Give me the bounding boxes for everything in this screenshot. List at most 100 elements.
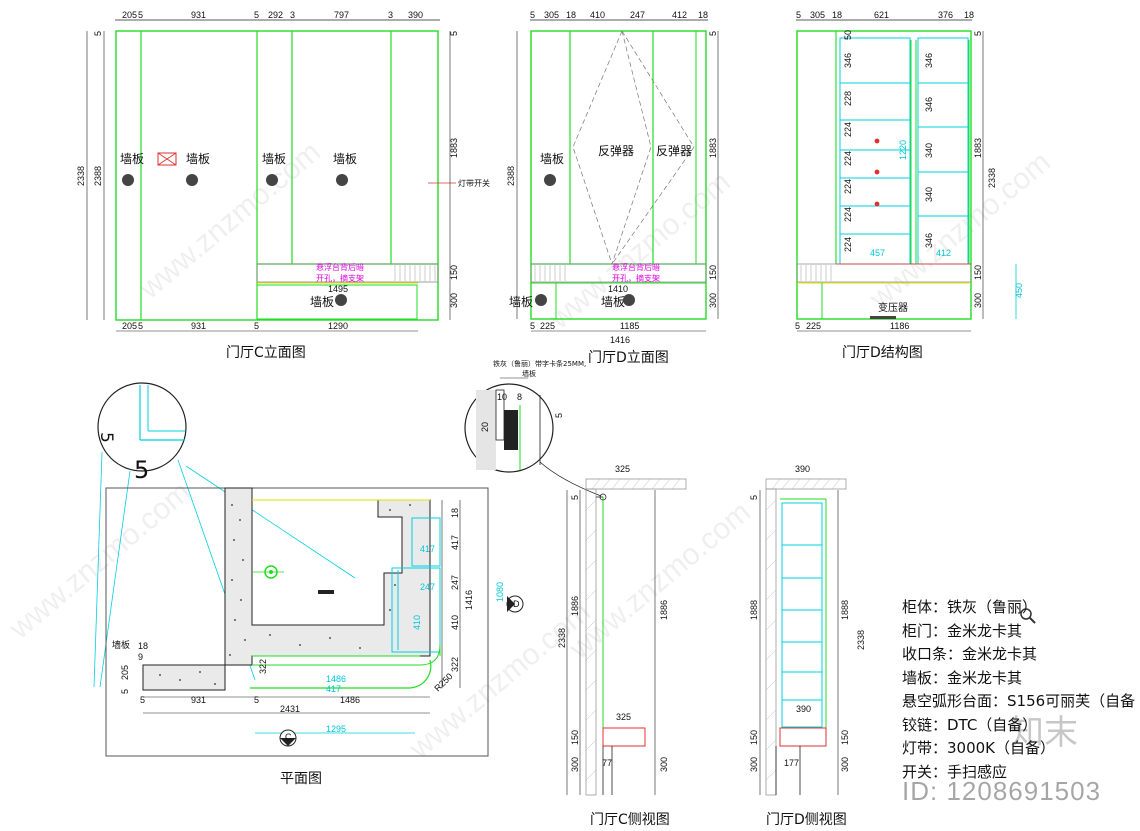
watermark: www.znzmo.com xyxy=(563,495,757,666)
dim-label: 931 xyxy=(191,10,206,20)
detail-callout-2: 铁灰（鲁丽）带字卡条25MM, 墙板 10 8 5 20 xyxy=(464,359,602,497)
dim-label: 1486 xyxy=(340,695,360,705)
detail-dim: 5 xyxy=(96,432,116,443)
side-view-d: 390 390 177 5 1888 150 300 1888 2338 150… xyxy=(749,464,866,828)
dim-label: 346 xyxy=(924,233,934,248)
dim-label: 300 xyxy=(570,757,580,772)
dim-label: 5 xyxy=(449,31,459,36)
dim-label: 18 xyxy=(566,10,576,20)
dim-label: 300 xyxy=(708,293,718,308)
dim-label: 1883 xyxy=(708,138,718,158)
watermark: www.znzmo.com xyxy=(133,135,327,306)
magnifier-icon xyxy=(1020,608,1036,624)
dim-label: 305 xyxy=(544,10,559,20)
dim-label: 228 xyxy=(843,91,853,106)
dim-label: 18 xyxy=(450,508,460,518)
dim-label: 5 xyxy=(120,689,130,694)
dim-label: 2338 xyxy=(987,168,997,188)
fixture-dot xyxy=(335,294,347,306)
cyan-dim: 410 xyxy=(412,615,422,630)
dim-label: 150 xyxy=(749,730,759,745)
fixture-dot xyxy=(266,174,278,186)
dim-label: 5 xyxy=(749,495,759,500)
detail-dim-large: 5 xyxy=(134,456,149,484)
dim-label: 5 xyxy=(570,495,580,500)
rebounder-label: 反弹器 xyxy=(656,144,692,158)
dim-label: 2338 xyxy=(557,628,567,648)
wall-panel-label: 墙板 xyxy=(540,152,564,166)
side-view-c: 325 325 77 5 1886 2338 150 300 1886 300 … xyxy=(557,464,687,828)
dim-label: 2338 xyxy=(856,630,866,650)
dim-label: 1888 xyxy=(840,600,850,620)
dim-label: 1888 xyxy=(749,600,759,620)
structure-d-view: 5 305 18 621 376 18 1220 457 412 50 346 … xyxy=(795,10,1024,361)
dim-label: 1416 xyxy=(610,335,630,345)
cyan-dim: 417 xyxy=(420,544,435,554)
dim-label: 300 xyxy=(749,757,759,772)
plan-view: 417 18 9 205 5 墙板 322 1486 417 247 410 1… xyxy=(105,487,524,787)
rebounder-label: 反弹器 xyxy=(598,144,634,158)
dim-label: 5 xyxy=(140,695,145,705)
dim-label: 5 xyxy=(93,31,103,36)
section-marker-d: D xyxy=(506,595,524,613)
view-title: 平面图 xyxy=(280,771,322,787)
dim-label: 417 xyxy=(450,535,460,550)
radius-label: R250 xyxy=(432,671,454,693)
dim-label: 2388 xyxy=(506,166,516,186)
dim-label: 5 xyxy=(254,695,259,705)
dim-label: 376 xyxy=(938,10,953,20)
dim-label: 150 xyxy=(840,730,850,745)
dim-label: 205 xyxy=(122,10,137,20)
dim-label: 247 xyxy=(450,575,460,590)
section-marker-c: C xyxy=(279,729,297,747)
view-title: 门厅D立面图 xyxy=(588,350,669,366)
wall-panel-label: 墙板 xyxy=(120,152,144,166)
dim-label: 5 xyxy=(254,321,259,331)
dim-label: 5 xyxy=(530,321,535,331)
legend-line: 灯带：3000K（自备） xyxy=(902,739,1056,757)
dim-label: 2388 xyxy=(93,166,103,186)
material-legend: 柜体：铁灰（鲁丽） 柜门：金米龙卡其 收口条：金米龙卡其 墙板：金米龙卡其 悬空… xyxy=(902,596,1135,784)
marker-label: C xyxy=(285,732,292,742)
legend-line: 开关：手扫感应 xyxy=(902,762,1008,781)
dim-label: 77 xyxy=(602,758,612,768)
cyan-dim: 247 xyxy=(420,582,435,592)
watermark: www.znzmo.com xyxy=(403,595,597,766)
dim-label: 390 xyxy=(795,464,810,474)
dim-label: 300 xyxy=(449,293,459,308)
dim-label: 1186 xyxy=(890,321,909,331)
dim-label: 1883 xyxy=(973,138,983,158)
dim-label: 5 xyxy=(973,31,983,36)
dim-label: 150 xyxy=(708,265,718,280)
legend-line: 柜门：金米龙卡其 xyxy=(902,621,1023,640)
dim-label: 340 xyxy=(924,143,934,158)
wall-panel-label: 墙板 xyxy=(310,295,334,309)
dim-label: 325 xyxy=(616,712,631,722)
wall-panel-label: 墙板 xyxy=(262,152,286,166)
fixture-dot xyxy=(336,174,348,186)
dim-label: 340 xyxy=(924,187,934,202)
lamp-symbol xyxy=(157,152,177,166)
fixture-dot xyxy=(535,294,547,306)
dim-label: 305 xyxy=(810,10,825,20)
dim-label: 5 xyxy=(708,31,718,36)
dim-label: 5 xyxy=(138,10,143,20)
wall-panel-label: 墙板 xyxy=(333,152,357,166)
cyan-dim: 450 xyxy=(1014,283,1024,298)
view-title: 门厅D侧视图 xyxy=(766,812,847,828)
dim-label: 5 xyxy=(254,10,259,20)
view-title: 门厅C侧视图 xyxy=(590,812,670,828)
dim-label: 150 xyxy=(570,730,580,745)
dim-label: 292 xyxy=(268,10,283,20)
dim-label: 931 xyxy=(191,695,206,705)
elev-c-top-dims: 205 5 931 5 292 3 797 3 390 xyxy=(122,10,423,20)
dim-label: 224 xyxy=(843,207,853,222)
dim-label: 18 xyxy=(832,10,842,20)
dim-label: 410 xyxy=(450,615,460,630)
watermark: www.znzmo.com xyxy=(3,475,197,646)
switch-label: 灯带开关 xyxy=(458,178,490,188)
legend-line: 铰链：DTC（自备） xyxy=(902,715,1038,734)
dim-label: 1495 xyxy=(328,284,348,294)
wall-panel-label: 墙板 xyxy=(509,295,533,309)
